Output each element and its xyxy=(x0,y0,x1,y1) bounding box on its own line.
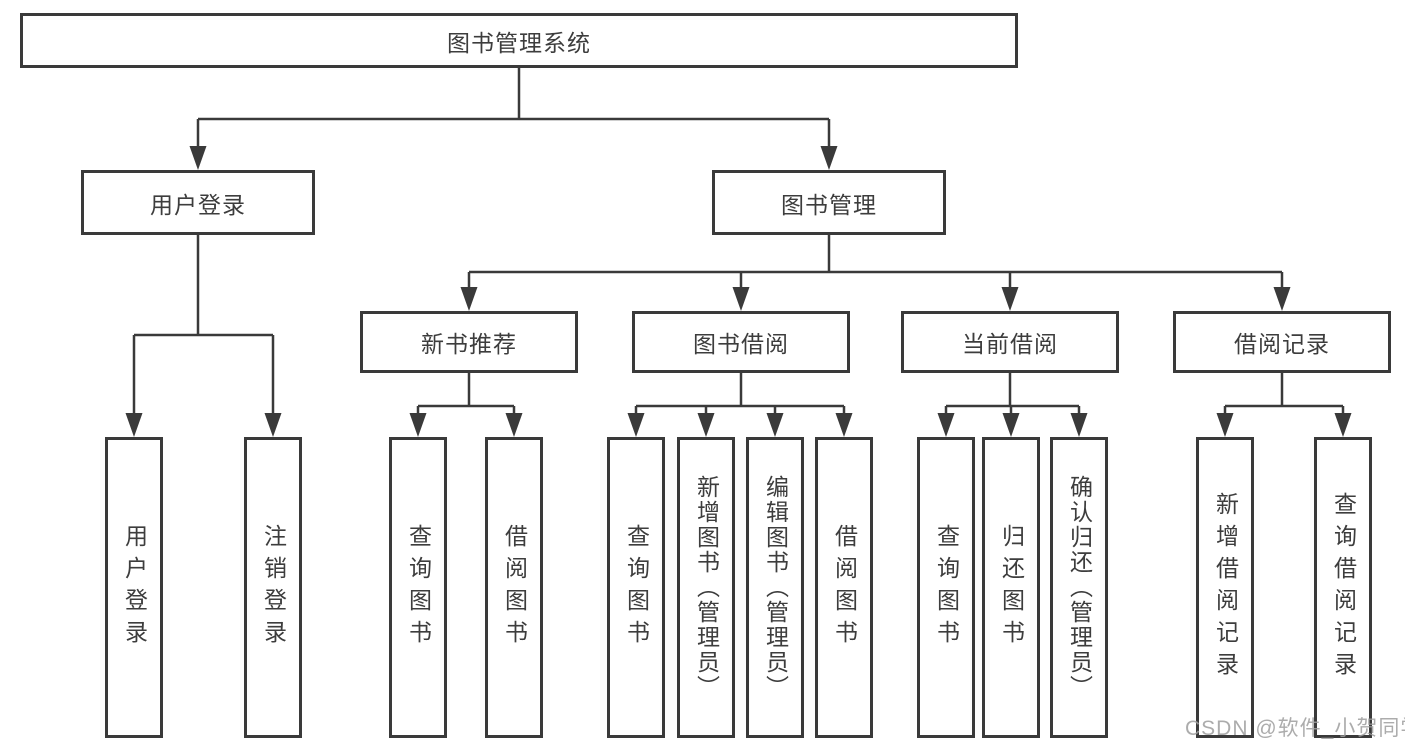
leaf-logout: 注销登录 xyxy=(244,437,302,738)
node-book-management: 图书管理 xyxy=(712,170,946,235)
node-book-borrowing: 图书借阅 xyxy=(632,311,850,373)
leaf-confirm-return-admin: 确认归还（管理员） xyxy=(1050,437,1108,738)
leaf-return-books: 归还图书 xyxy=(982,437,1040,738)
leaf-borrowing-query-books-label: 查询图书 xyxy=(623,523,650,652)
leaf-user-login: 用户登录 xyxy=(105,437,163,738)
node-root: 图书管理系统 xyxy=(20,13,1018,68)
connectors-borrow-to-leaves xyxy=(627,373,853,437)
leaf-recommend-query-books: 查询图书 xyxy=(389,437,447,738)
node-current-borrowing-label: 当前借阅 xyxy=(962,331,1058,357)
connectors-root-to-level2 xyxy=(189,68,838,170)
node-new-book-recommend-label: 新书推荐 xyxy=(421,331,517,357)
node-new-book-recommend: 新书推荐 xyxy=(360,311,578,373)
node-borrow-records: 借阅记录 xyxy=(1173,311,1391,373)
leaf-add-book-admin: 新增图书（管理员） xyxy=(677,437,735,738)
leaf-add-borrow-record: 新增借阅记录 xyxy=(1196,437,1254,738)
leaf-query-borrow-record: 查询借阅记录 xyxy=(1314,437,1372,738)
connectors-newbook-to-leaves xyxy=(409,373,523,437)
connectors-login-to-leaves xyxy=(125,235,282,437)
node-book-management-label: 图书管理 xyxy=(781,191,877,218)
node-borrow-records-label: 借阅记录 xyxy=(1234,331,1330,357)
leaf-borrowing-query-books: 查询图书 xyxy=(607,437,665,738)
leaf-recommend-query-books-label: 查询图书 xyxy=(405,523,432,652)
leaf-return-books-label: 归还图书 xyxy=(998,523,1025,652)
leaf-recommend-borrow-books: 借阅图书 xyxy=(485,437,543,738)
leaf-add-book-admin-label: 新增图书（管理员） xyxy=(693,475,720,700)
leaf-add-borrow-record-label: 新增借阅记录 xyxy=(1212,491,1239,684)
node-user-login-label: 用户登录 xyxy=(150,191,246,218)
node-current-borrowing: 当前借阅 xyxy=(901,311,1119,373)
leaf-current-query-books-label: 查询图书 xyxy=(933,523,960,652)
node-user-login: 用户登录 xyxy=(81,170,315,235)
leaf-edit-book-admin: 编辑图书（管理员） xyxy=(746,437,804,738)
leaf-borrowing-borrow-books-label: 借阅图书 xyxy=(831,523,858,652)
connectors-mgmt-to-level3 xyxy=(460,235,1291,311)
leaf-user-login-label: 用户登录 xyxy=(121,523,148,652)
leaf-logout-label: 注销登录 xyxy=(260,523,287,652)
connectors-current-to-leaves xyxy=(937,373,1088,437)
leaf-recommend-borrow-books-label: 借阅图书 xyxy=(501,523,528,652)
leaf-confirm-return-admin-label: 确认归还（管理员） xyxy=(1066,475,1093,700)
leaf-current-query-books: 查询图书 xyxy=(917,437,975,738)
leaf-edit-book-admin-label: 编辑图书（管理员） xyxy=(762,475,789,700)
leaf-query-borrow-record-label: 查询借阅记录 xyxy=(1330,491,1357,684)
watermark: CSDN @软件_小贺同学 xyxy=(1185,712,1405,742)
node-root-label: 图书管理系统 xyxy=(447,29,591,56)
leaf-borrowing-borrow-books: 借阅图书 xyxy=(815,437,873,738)
connectors-records-to-leaves xyxy=(1216,373,1352,437)
node-book-borrowing-label: 图书借阅 xyxy=(693,331,789,357)
watermark-text: CSDN @软件_小贺同学 xyxy=(1185,717,1405,740)
